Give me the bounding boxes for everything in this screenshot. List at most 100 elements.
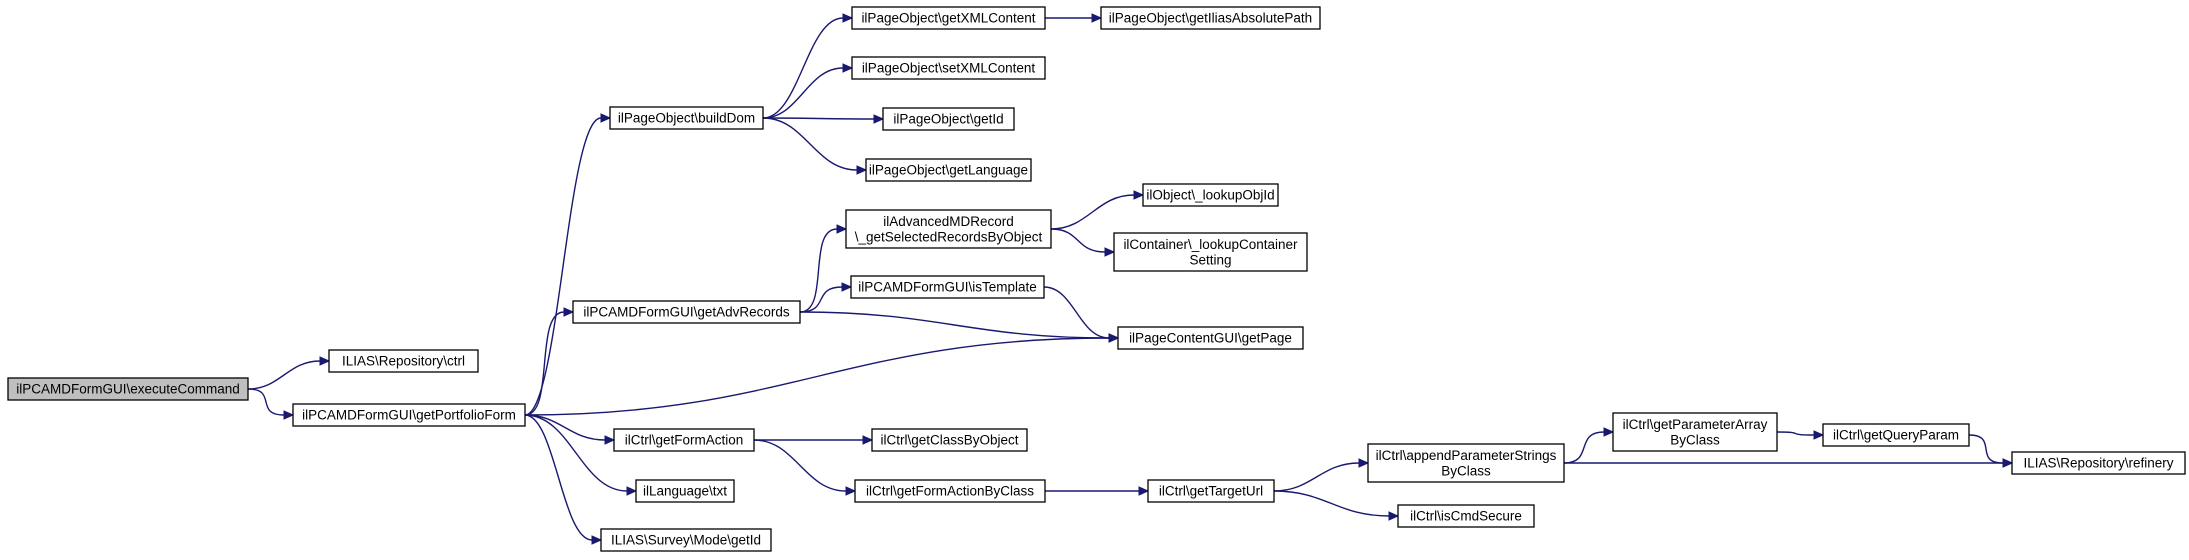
node-box[interactable] <box>1612 412 1778 452</box>
node-ilctrl-getclassbyobject[interactable]: ilCtrl\getClassByObject <box>871 428 1028 452</box>
arrow-head-icon <box>856 165 868 175</box>
node-box[interactable] <box>871 428 1028 452</box>
node-label: ilPageObject\setXMLContent <box>862 61 1036 76</box>
node-box[interactable] <box>292 403 526 427</box>
edge-line <box>1273 490 1390 517</box>
node-box[interactable] <box>1367 443 1565 483</box>
edge-n0-to-n2 <box>247 388 295 420</box>
node-box[interactable] <box>609 106 764 130</box>
node-box[interactable] <box>845 209 1052 249</box>
edge-line <box>1563 431 1605 464</box>
node-box[interactable] <box>1142 183 1279 207</box>
node-ilpagecontentgui-getpage[interactable]: ilPageContentGUI\getPage <box>1117 326 1304 350</box>
node-label: ilPCAMDFormGUI\executeCommand <box>16 382 240 397</box>
node-box[interactable] <box>613 428 755 452</box>
edge-line <box>799 286 843 313</box>
edge-n2-to-n5 <box>524 333 1120 416</box>
node-ilpageobject-getiliasabsolutepath[interactable]: ilPageObject\getIliasAbsolutePath <box>1100 6 1321 30</box>
node-ilpcamdformgui-executecommand[interactable]: ilPCAMDFormGUI\executeCommand <box>7 377 249 401</box>
edge-line <box>762 67 844 119</box>
node-box[interactable] <box>2011 451 2186 475</box>
edge-line <box>1043 286 1110 339</box>
node-ilpageobject-getlanguage[interactable]: ilPageObject\getLanguage <box>865 158 1032 182</box>
node-box[interactable] <box>600 528 772 552</box>
node-iladvancedmdrecord-getselectedrecordsbyobject[interactable]: ilAdvancedMDRecord\_getSelectedRecordsBy… <box>845 209 1052 249</box>
edge-line <box>524 414 593 541</box>
edge-n2-to-n6 <box>524 414 616 445</box>
node-label: ilPageObject\buildDom <box>618 111 755 126</box>
edge-n4-to-n5 <box>799 311 1120 343</box>
edge-line <box>524 337 1110 416</box>
node-ilobject-lookupobjid[interactable]: ilObject\_lookupObjId <box>1142 183 1279 207</box>
edge-line <box>524 414 606 441</box>
node-ilpageobject-builddom[interactable]: ilPageObject\buildDom <box>609 106 764 130</box>
edge-n21-to-n25 <box>1564 458 2014 468</box>
node-box[interactable] <box>1822 423 1970 447</box>
edge-line <box>1776 431 1815 436</box>
arrow-head-icon <box>1358 458 1370 468</box>
node-box[interactable] <box>850 275 1045 299</box>
node-label: ILIAS\Survey\Mode\getId <box>611 533 761 548</box>
node-box[interactable] <box>882 107 1015 131</box>
node-label: ilPCAMDFormGUI\getPortfolioForm <box>302 408 516 423</box>
edge-n2-to-n3 <box>524 113 612 416</box>
edge-n6-to-n15 <box>754 435 874 445</box>
node-box[interactable] <box>7 377 249 401</box>
node-ilpcamdformgui-getadvrecords[interactable]: ilPCAMDFormGUI\getAdvRecords <box>572 300 801 324</box>
node-label: ilObject\_lookupObjId <box>1146 188 1274 203</box>
arrow-head-icon <box>283 410 295 420</box>
edge-n3-to-n12 <box>762 117 868 175</box>
edge-n2-to-n4 <box>524 307 575 416</box>
node-ilctrl-getformaction[interactable]: ilCtrl\getFormAction <box>613 428 755 452</box>
node-box[interactable] <box>851 6 1046 30</box>
node-box[interactable] <box>1100 6 1321 30</box>
arrow-head-icon <box>1813 430 1825 440</box>
edge-n21-to-n23 <box>1563 427 1615 464</box>
node-box[interactable] <box>328 349 479 373</box>
node-label: ByClass <box>1670 432 1720 447</box>
node-ilias-repository-ctrl[interactable]: ILIAS\Repository\ctrl <box>328 349 479 373</box>
node-illanguage-txt[interactable]: ilLanguage\txt <box>635 479 735 503</box>
node-ilpageobject-setxmlcontent[interactable]: ilPageObject\setXMLContent <box>851 56 1046 80</box>
node-layer: ilPCAMDFormGUI\executeCommandILIAS\Repos… <box>7 6 2186 552</box>
node-label: ilCtrl\isCmdSecure <box>1410 509 1522 524</box>
node-box[interactable] <box>572 300 801 324</box>
arrow-head-icon <box>626 486 638 496</box>
node-ilias-repository-refinery[interactable]: ILIAS\Repository\refinery <box>2011 451 2186 475</box>
node-box[interactable] <box>1117 326 1304 350</box>
node-ilctrl-iscmdsecure[interactable]: ilCtrl\isCmdSecure <box>1397 504 1535 528</box>
node-box[interactable] <box>635 479 735 503</box>
node-label: ilCtrl\getTargetUrl <box>1159 484 1263 499</box>
node-label: ILIAS\Repository\refinery <box>2023 456 2173 471</box>
node-ilctrl-getqueryparam[interactable]: ilCtrl\getQueryParam <box>1822 423 1970 447</box>
node-box[interactable] <box>1397 504 1535 528</box>
arrow-head-icon <box>862 435 874 445</box>
arrow-head-icon <box>873 114 885 124</box>
edge-n2-to-n7 <box>524 414 638 496</box>
node-ilias-survey-mode-getid[interactable]: ILIAS\Survey\Mode\getId <box>600 528 772 552</box>
edge-n13-to-n18 <box>1050 190 1145 230</box>
node-ilctrl-getformactionbyclass[interactable]: ilCtrl\getFormActionByClass <box>854 479 1046 503</box>
node-box[interactable] <box>1147 479 1275 503</box>
node-ilpageobject-getid[interactable]: ilPageObject\getId <box>882 107 1015 131</box>
node-box[interactable] <box>851 56 1046 80</box>
edge-line <box>753 439 847 492</box>
arrow-head-icon <box>1138 486 1150 496</box>
node-label: ilPageObject\getId <box>893 112 1003 127</box>
arrow-head-icon <box>842 13 854 23</box>
node-box[interactable] <box>865 158 1032 182</box>
edge-n13-to-n19 <box>1050 228 1116 257</box>
edge-line <box>1050 194 1135 230</box>
node-label: ilPCAMDFormGUI\getAdvRecords <box>583 305 790 320</box>
node-ilpcamdformgui-getportfolioform[interactable]: ilPCAMDFormGUI\getPortfolioForm <box>292 403 526 427</box>
node-ilpcamdformgui-istemplate[interactable]: ilPCAMDFormGUI\isTemplate <box>850 275 1045 299</box>
node-ilpageobject-getxmlcontent[interactable]: ilPageObject\getXMLContent <box>851 6 1046 30</box>
node-box[interactable] <box>854 479 1046 503</box>
node-box[interactable] <box>1113 232 1308 272</box>
node-ilctrl-gettargeturl[interactable]: ilCtrl\getTargetUrl <box>1147 479 1275 503</box>
edge-n6-to-n16 <box>753 439 857 496</box>
